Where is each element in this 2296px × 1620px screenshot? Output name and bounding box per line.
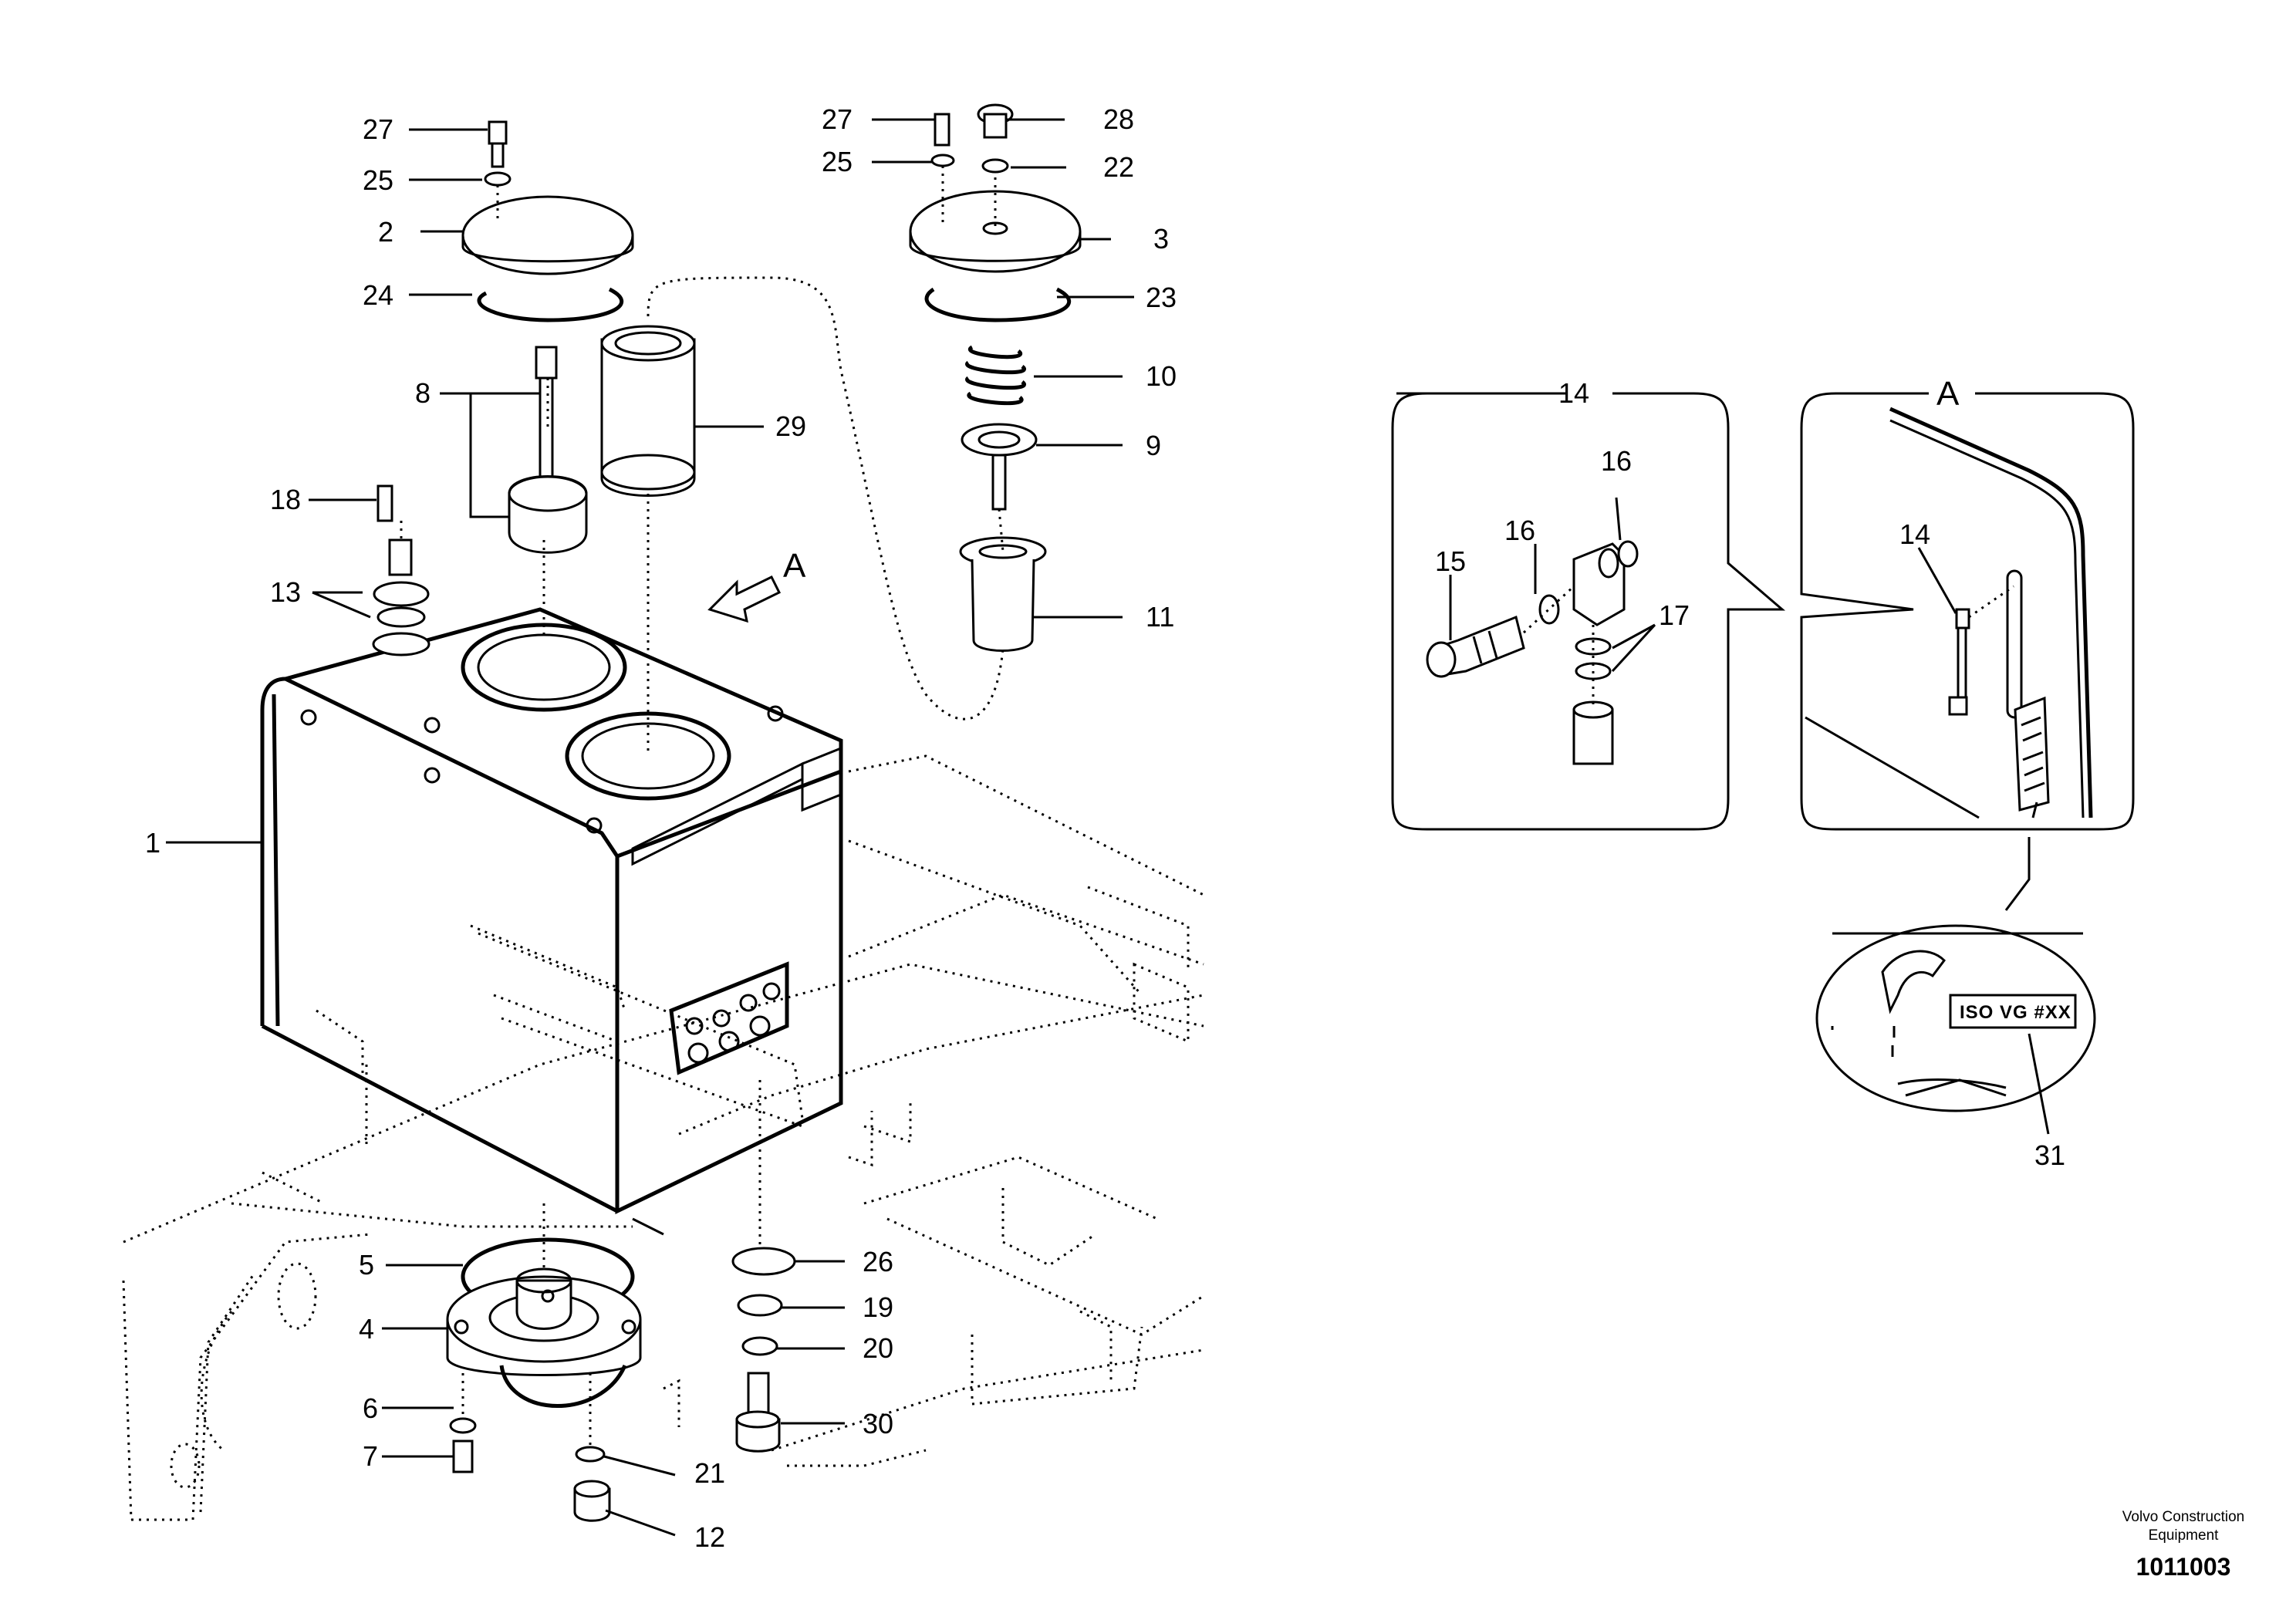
callout-labels: 1 2 3 4 5 6 7 8 9 10 11 12 13 18 19 20 2… (145, 103, 1177, 1553)
hydraulic-tank (260, 607, 843, 1214)
document-number: 1011003 (2136, 1553, 2231, 1581)
leader-lines (166, 118, 1134, 1537)
callout-25-right: 25 (822, 146, 853, 177)
callout-9: 9 (1146, 430, 1161, 461)
callout-16-left: 16 (1504, 515, 1535, 546)
callout-29: 29 (775, 410, 806, 442)
detail-14-inset: 14 15 16 16 17 (1391, 377, 1786, 831)
callout-23: 23 (1146, 282, 1177, 313)
assembly-lines (365, 166, 1004, 1446)
view-arrow-a: A (707, 547, 806, 623)
drain-assembly-4 (446, 1237, 642, 1522)
decal-31-inset: ISO VG #XX 31 (1815, 837, 2096, 1171)
callout-6: 6 (363, 1392, 378, 1424)
callout-3: 3 (1153, 223, 1169, 255)
brand-line-2: Equipment (2149, 1527, 2220, 1544)
cover-plate-2 (461, 120, 634, 322)
callout-14-detail-a: 14 (1899, 518, 1930, 550)
callout-5: 5 (359, 1249, 374, 1281)
detail-a-label: A (1936, 375, 1960, 413)
level-gauge-13 (372, 484, 430, 656)
callout-31: 31 (2034, 1139, 2065, 1171)
callout-10: 10 (1146, 360, 1177, 392)
brand-line-1: Volvo Construction (2122, 1509, 2244, 1525)
callout-4: 4 (359, 1313, 374, 1345)
mounting-hardware (731, 1247, 796, 1453)
callout-20: 20 (863, 1332, 893, 1364)
filter-element-29 (600, 325, 696, 497)
callout-7: 7 (363, 1440, 378, 1472)
callout-18: 18 (270, 484, 301, 515)
callout-21: 21 (694, 1457, 725, 1489)
callout-19: 19 (863, 1291, 893, 1323)
callout-12: 12 (694, 1521, 725, 1553)
footer: Volvo Construction Equipment 1011003 (2122, 1509, 2244, 1581)
callout-27-right: 27 (822, 103, 853, 135)
callout-25-left: 25 (363, 164, 393, 196)
callout-22: 22 (1103, 151, 1134, 183)
callout-30: 30 (863, 1408, 893, 1439)
callout-24: 24 (363, 279, 393, 311)
callout-26: 26 (863, 1246, 893, 1277)
frame-structure (122, 754, 1204, 1521)
decal-iso-vg-text: ISO VG #XX (1960, 1002, 2071, 1023)
callout-14-detail-title: 14 (1558, 377, 1589, 409)
callout-16-right: 16 (1601, 445, 1632, 477)
callout-27-left: 27 (363, 113, 393, 145)
breather-8 (508, 346, 588, 554)
callout-13: 13 (270, 576, 301, 608)
view-arrow-a-label: A (783, 547, 806, 585)
cover-plate-3 (909, 103, 1082, 652)
callout-28: 28 (1103, 103, 1134, 135)
callout-17: 17 (1659, 599, 1690, 631)
callout-1: 1 (145, 827, 160, 859)
callout-2: 2 (378, 216, 393, 248)
callout-11: 11 (1146, 601, 1174, 633)
callout-8: 8 (415, 377, 430, 409)
callout-15: 15 (1435, 545, 1466, 577)
detail-a-inset: A 14 (1800, 375, 2135, 831)
